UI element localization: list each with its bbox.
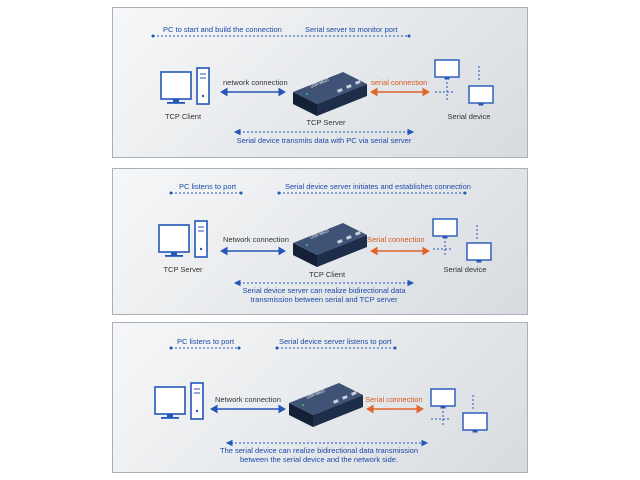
- caption: Serial device transmits data with PC via…: [236, 136, 412, 145]
- network-connection-label: Network connection: [215, 395, 281, 404]
- network-arrow: [220, 246, 286, 256]
- panel-3-graphics: USR-N510: [154, 346, 488, 447]
- serial-devices-icon: [430, 388, 488, 433]
- serial-connection-label: Serial connection: [367, 235, 425, 244]
- desktop-computer-icon: [154, 382, 204, 420]
- caption-line-2: between the serial device and the networ…: [239, 455, 399, 464]
- serial-arrow: [370, 87, 430, 97]
- panel-2-graphics: USR-N510: [158, 191, 492, 287]
- serial-connection-label: serial connection: [371, 78, 428, 87]
- serial-devices-icon: [432, 218, 492, 263]
- desktop-computer-icon: [160, 67, 210, 105]
- network-arrow: [220, 87, 286, 97]
- pc-role-label: TCP Server: [163, 265, 203, 274]
- caption-dashed-arrow: [225, 439, 429, 447]
- serial-device-label: Serial device: [443, 265, 487, 274]
- pc-role-label: TCP Client: [164, 112, 202, 121]
- serial-arrow: [366, 404, 424, 414]
- desktop-computer-icon: [158, 220, 208, 258]
- header-right-label: Serial device server listens to port: [279, 337, 392, 346]
- serial-connection-label: Serial connection: [365, 395, 423, 404]
- diagram-panel-1: USR-N510 PC to start and build the conne…: [112, 7, 528, 158]
- serial-server-device-icon: USR-N510: [289, 383, 363, 427]
- network-arrow: [210, 404, 286, 414]
- device-role-label: TCP Client: [308, 270, 346, 279]
- header-left-label: PC listens to port: [179, 182, 237, 191]
- caption-line-2: transmission between serial and TCP serv…: [250, 295, 398, 304]
- device-role-label: TCP Server: [306, 118, 346, 127]
- header-right-label: Serial server to monitor port: [305, 25, 398, 34]
- serial-arrow: [370, 246, 430, 256]
- diagram-panel-2: USR-N510 PC listens to port Serial devic…: [112, 168, 528, 315]
- caption-line-1: The serial device can realize bidirectio…: [219, 446, 419, 455]
- caption-line-1: Serial device server can realize bidirec…: [242, 286, 406, 295]
- diagram-panel-3: USR-N510 PC listens to port Serial devic…: [112, 322, 528, 473]
- serial-devices-icon: [434, 59, 494, 106]
- panel-1-graphics: USR-N510: [151, 34, 494, 136]
- serial-server-device-icon: USR-N510: [293, 72, 367, 116]
- serial-device-label: Serial device: [447, 112, 491, 121]
- header-left-label: PC listens to port: [177, 337, 235, 346]
- serial-server-device-icon: USR-N510: [293, 223, 367, 267]
- caption-dashed-arrow: [233, 128, 415, 136]
- caption-dashed-arrow: [233, 279, 415, 287]
- header-left-label: PC to start and build the connection: [163, 25, 282, 34]
- network-connection-label: network connection: [223, 78, 288, 87]
- header-right-label: Serial device server initiates and estab…: [285, 182, 471, 191]
- network-connection-label: Network connection: [223, 235, 289, 244]
